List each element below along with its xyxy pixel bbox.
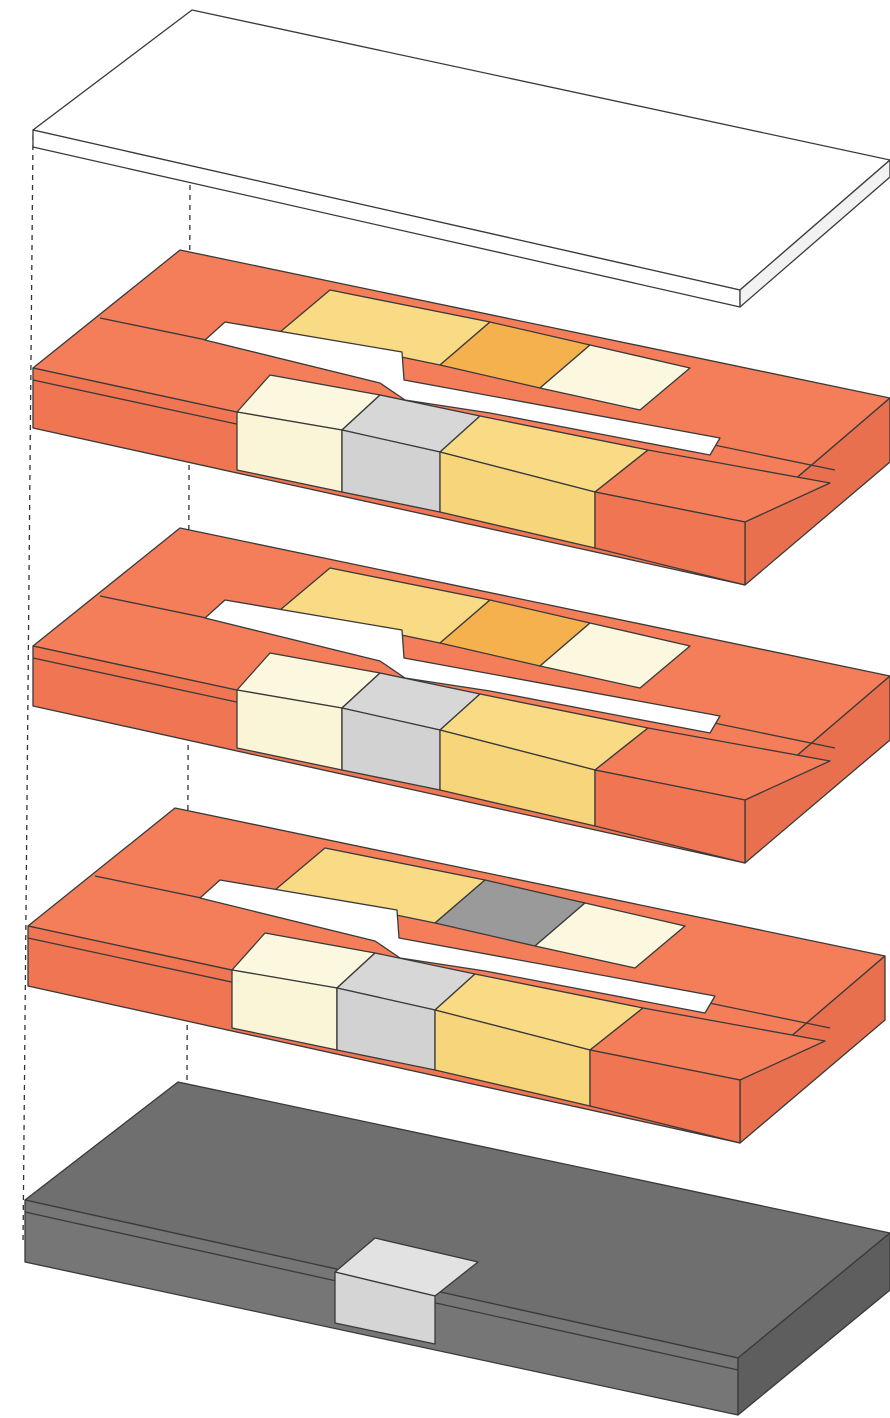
ground-plinth: [25, 1082, 890, 1415]
left-guide-line: [23, 135, 33, 1245]
roof-slab: [33, 10, 890, 307]
roof-top-face: [33, 10, 890, 290]
floor-layer-middle: [33, 528, 890, 863]
floor-layer-upper: [33, 250, 890, 585]
floor-layer-lower: [28, 808, 885, 1143]
